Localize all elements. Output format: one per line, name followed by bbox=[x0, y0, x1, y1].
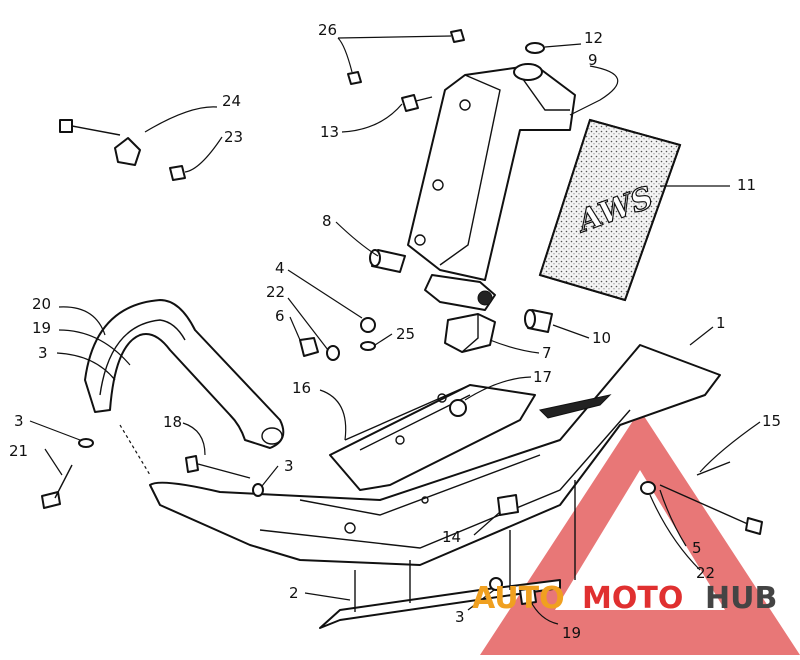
callout-3-center: 3 bbox=[284, 457, 294, 475]
callout-2: 2 bbox=[289, 584, 299, 602]
nut-4-part bbox=[360, 317, 376, 333]
bushing-8-part bbox=[369, 249, 406, 273]
callout-4: 4 bbox=[275, 259, 285, 277]
bolt-15-part bbox=[659, 484, 763, 535]
shock-absorber-part bbox=[407, 63, 576, 311]
nut-26-lower-part bbox=[347, 71, 362, 85]
callout-23: 23 bbox=[224, 128, 243, 146]
callout-6: 6 bbox=[275, 307, 285, 325]
callout-16: 16 bbox=[292, 379, 311, 397]
callout-13: 13 bbox=[320, 123, 339, 141]
bolt-18-part bbox=[185, 455, 251, 479]
watermark-moto: MOTO bbox=[582, 581, 683, 616]
cap-part bbox=[525, 42, 545, 54]
watermark-text: AUTO MOTO HUB bbox=[472, 581, 777, 616]
washer-22-right-part bbox=[640, 481, 656, 495]
callout-24: 24 bbox=[222, 92, 241, 110]
watermark-auto: AUTO bbox=[472, 581, 565, 616]
callout-22-upper: 22 bbox=[266, 283, 285, 301]
washer-3-bottom-part bbox=[489, 577, 503, 591]
watermark-logo bbox=[480, 410, 800, 655]
washer-22-part bbox=[326, 345, 340, 361]
callout-18: 18 bbox=[163, 413, 182, 431]
bolt-24-part bbox=[59, 119, 121, 136]
bracket-part bbox=[114, 137, 141, 166]
washer-25-part bbox=[360, 341, 376, 351]
callout-9: 9 bbox=[588, 51, 598, 69]
block-7-part bbox=[444, 313, 496, 353]
nut-14-part bbox=[497, 494, 519, 516]
callout-20: 20 bbox=[32, 295, 51, 313]
leader-lines bbox=[29, 35, 761, 625]
callout-3-bottom: 3 bbox=[455, 608, 465, 626]
callout-5: 5 bbox=[692, 539, 702, 557]
callout-7: 7 bbox=[542, 344, 552, 362]
callout-10: 10 bbox=[592, 329, 611, 347]
spindle-part bbox=[329, 384, 536, 491]
callout-25: 25 bbox=[396, 325, 415, 343]
callout-1: 1 bbox=[716, 314, 726, 332]
callout-15: 15 bbox=[762, 412, 781, 430]
callout-19-bottom: 19 bbox=[562, 624, 581, 642]
nut-19-bottom-part bbox=[519, 587, 537, 605]
wear-bar-part bbox=[319, 480, 576, 629]
callout-21: 21 bbox=[9, 442, 28, 460]
shock-cover-part: AWS bbox=[538, 118, 682, 302]
callout-14: 14 bbox=[442, 528, 461, 546]
callout-3-left: 3 bbox=[14, 412, 24, 430]
callout-19-handle: 19 bbox=[32, 319, 51, 337]
pin-15-part bbox=[696, 461, 731, 476]
bolt-13-part bbox=[401, 94, 433, 112]
callout-3-handle: 3 bbox=[38, 344, 48, 362]
washer-3-left-part bbox=[78, 438, 94, 448]
nut-6-part bbox=[299, 337, 319, 357]
spacer-10-part bbox=[524, 309, 553, 333]
washer-3-part bbox=[252, 483, 264, 497]
ski-part bbox=[149, 344, 721, 566]
callout-numbers: 1 2 3 3 3 3 4 5 6 7 8 9 10 11 12 13 14 1… bbox=[9, 21, 781, 642]
callout-8: 8 bbox=[322, 212, 332, 230]
ski-handle-part bbox=[84, 299, 285, 449]
callout-22-lower: 22 bbox=[696, 564, 715, 582]
callout-17: 17 bbox=[533, 368, 552, 386]
bolt-21-part bbox=[41, 464, 73, 509]
callout-11: 11 bbox=[737, 176, 756, 194]
callout-26: 26 bbox=[318, 21, 337, 39]
watermark-hub: HUB bbox=[705, 581, 777, 616]
nut-23-part bbox=[169, 165, 186, 181]
callout-12: 12 bbox=[584, 29, 603, 47]
nut-26-top-part bbox=[450, 29, 465, 43]
